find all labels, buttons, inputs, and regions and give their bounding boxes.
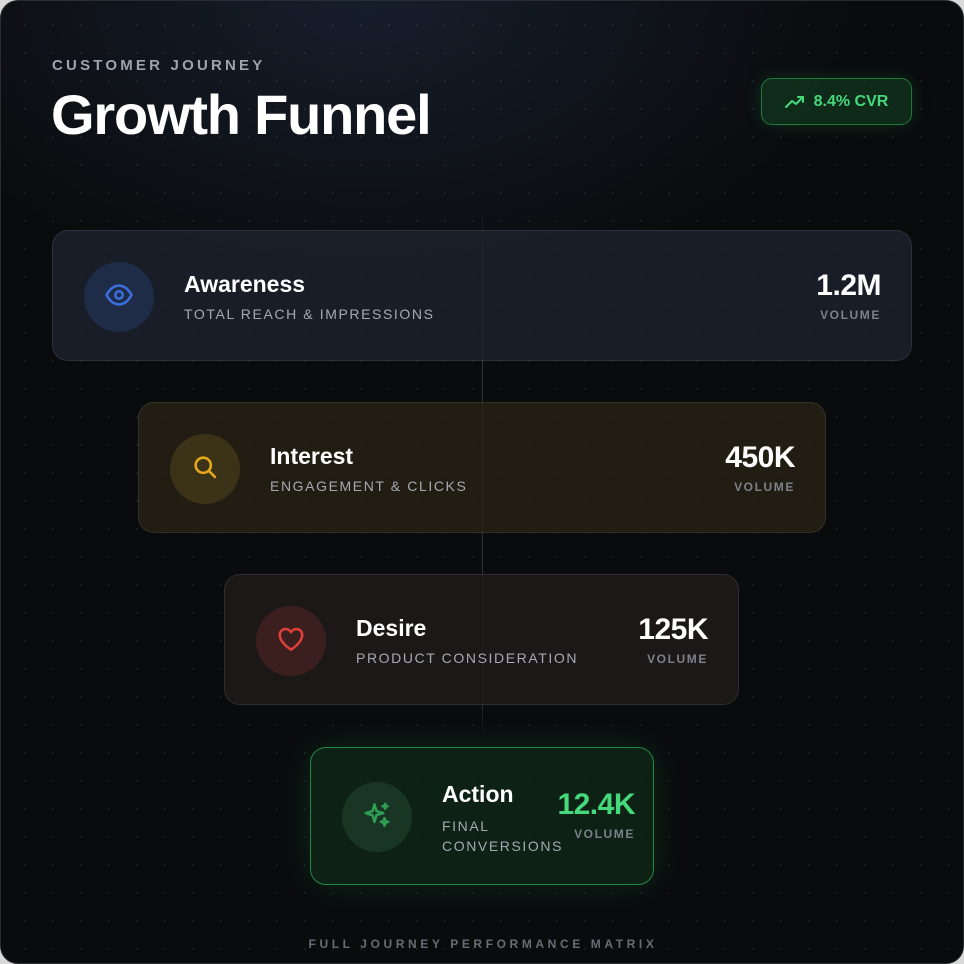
stage-name: Desire — [356, 615, 427, 641]
stage-icon-badge — [84, 262, 154, 332]
stage-metric: 1.2M VOLUME — [816, 269, 881, 322]
stage-subtitle: ENGAGEMENT & CLICKS — [270, 478, 468, 494]
stage-value-label: VOLUME — [734, 480, 795, 494]
stage-value-label: VOLUME — [647, 652, 708, 666]
stage-subtitle: PRODUCT CONSIDERATION — [356, 650, 579, 666]
stage-value: 125K — [638, 613, 708, 646]
sparkles-icon — [362, 800, 392, 835]
stage-value: 450K — [725, 441, 795, 474]
search-icon — [191, 453, 219, 486]
stage-subtitle: FINAL CONVERSIONS — [442, 818, 564, 854]
stage-value-label: VOLUME — [574, 827, 635, 841]
stage-card-action[interactable]: Action FINAL CONVERSIONS 12.4K VOLUME — [310, 747, 654, 885]
stage-value: 1.2M — [816, 269, 881, 302]
stage-metric: 125K VOLUME — [638, 613, 708, 666]
stage-icon-badge — [342, 782, 412, 852]
stage-card-desire[interactable]: Desire PRODUCT CONSIDERATION 125K VOLUME — [224, 574, 739, 705]
eyebrow-label: CUSTOMER JOURNEY — [52, 57, 266, 74]
stage-card-awareness[interactable]: Awareness TOTAL REACH & IMPRESSIONS 1.2M… — [52, 230, 912, 361]
stage-name: Awareness — [184, 271, 306, 297]
heart-icon — [276, 624, 306, 659]
stage-metric: 450K VOLUME — [725, 441, 795, 494]
stage-name: Interest — [270, 443, 354, 469]
page-title: Growth Funnel — [51, 83, 432, 146]
stage-metric: 12.4K VOLUME — [557, 788, 635, 841]
stage-value: 12.4K — [557, 788, 635, 821]
stage-card-interest[interactable]: Interest ENGAGEMENT & CLICKS 450K VOLUME — [138, 402, 826, 533]
stage-name: Action — [442, 781, 514, 807]
stage-subtitle: TOTAL REACH & IMPRESSIONS — [184, 306, 435, 322]
stage-value-label: VOLUME — [820, 308, 881, 322]
footer-caption: FULL JOURNEY PERFORMANCE MATRIX — [308, 937, 658, 951]
stage-icon-badge — [170, 434, 240, 504]
stage-icon-badge — [256, 606, 326, 676]
cvr-badge[interactable]: 8.4% CVR — [761, 78, 912, 125]
trending-up-icon — [784, 95, 805, 109]
eye-icon — [104, 280, 134, 315]
cvr-value: 8.4% CVR — [813, 92, 889, 110]
